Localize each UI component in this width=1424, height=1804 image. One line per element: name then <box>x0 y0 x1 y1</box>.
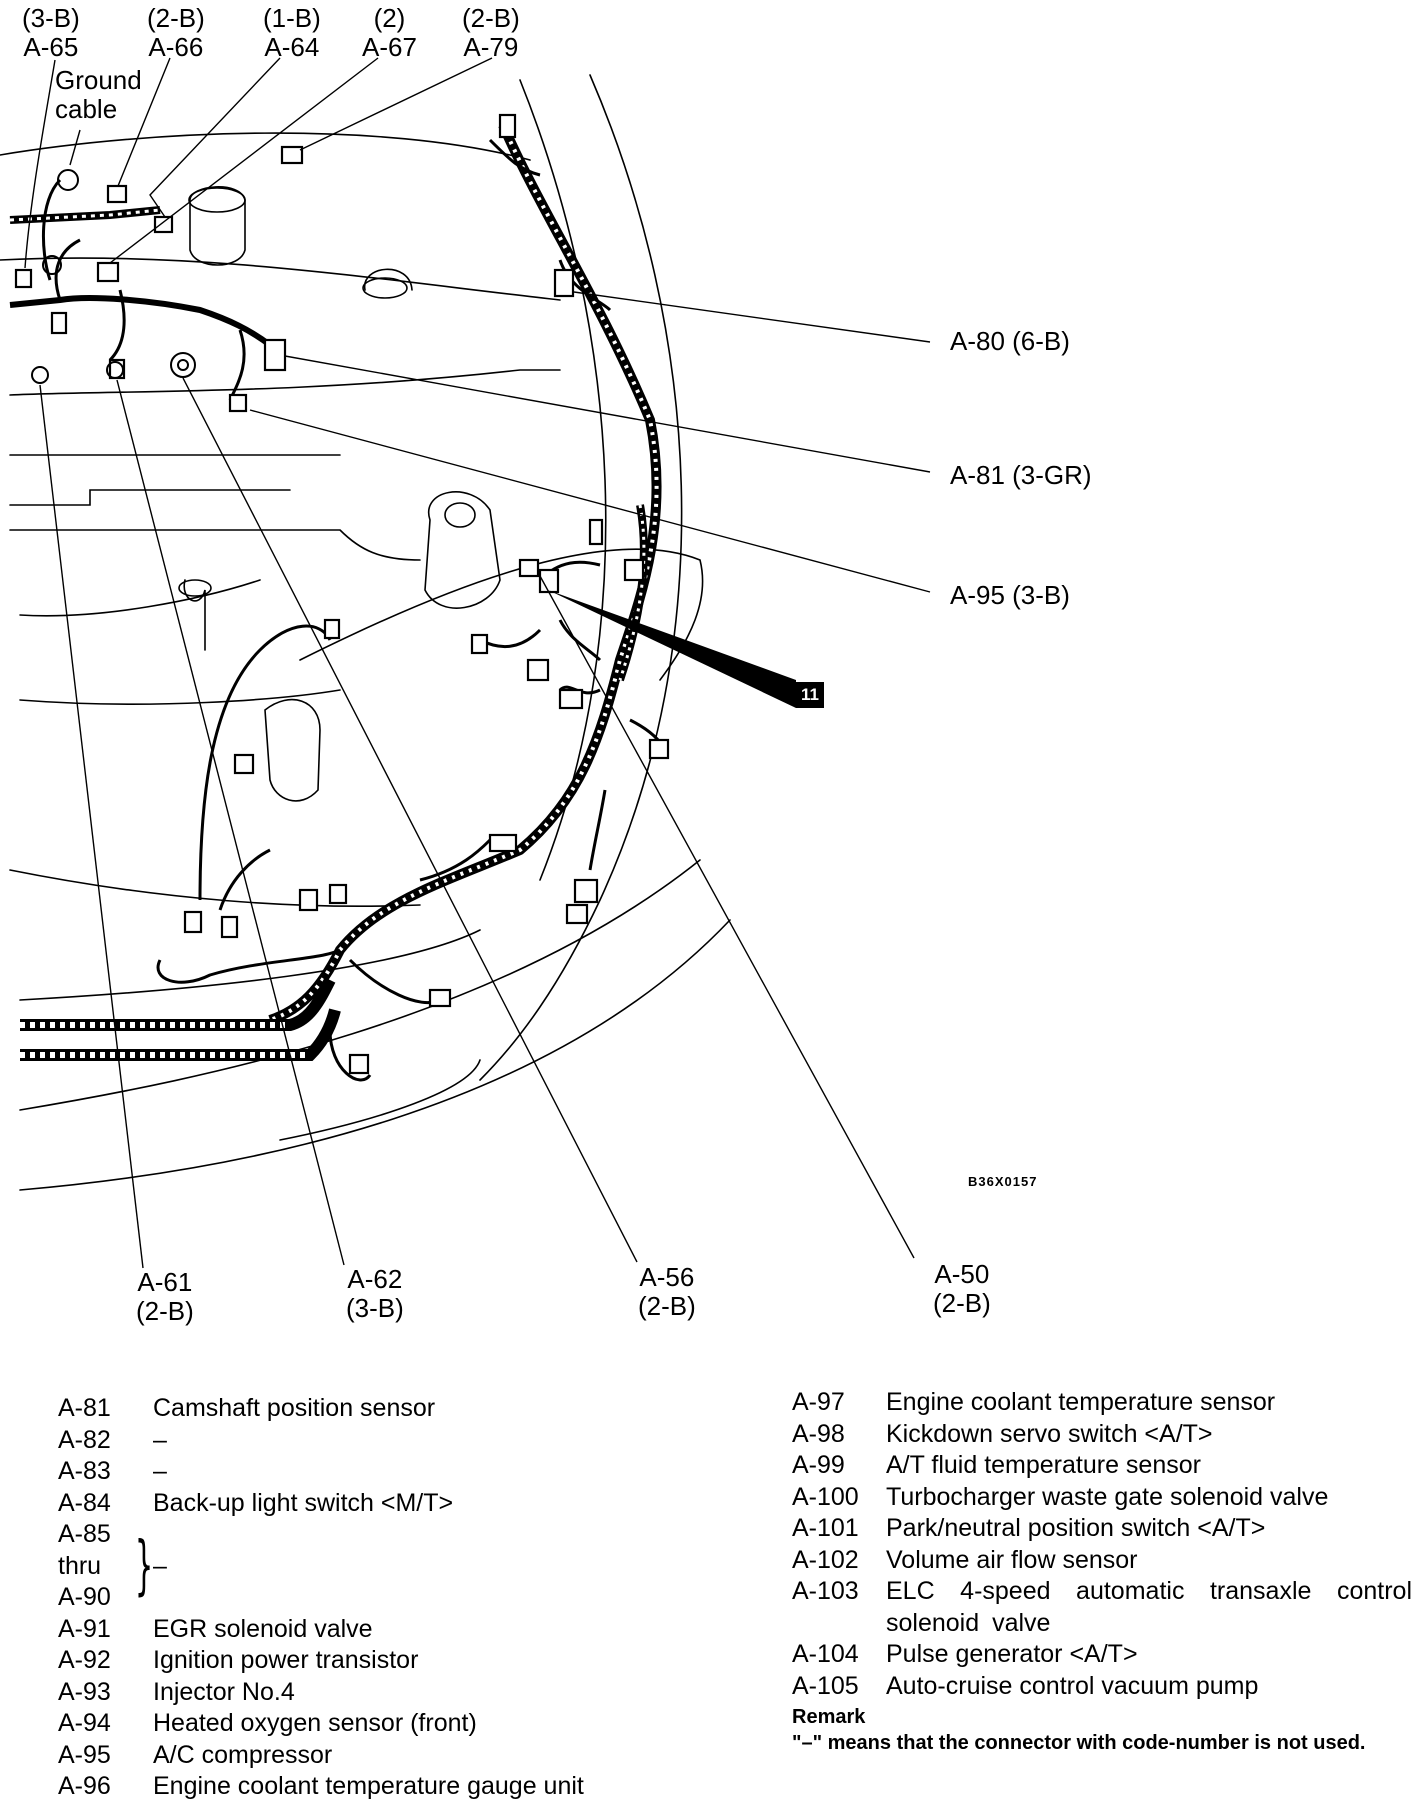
ground-cable-label: Ground cable <box>55 65 142 124</box>
view-11-tag: 11 <box>796 682 824 708</box>
fender-curve-outer <box>479 74 683 1081</box>
leader-a50 <box>539 575 915 1259</box>
harness-bottom-2 <box>20 1008 341 1061</box>
legend-range-row: A-85 thru A-90 } – <box>58 1520 167 1611</box>
callout-a56: A-56 (2-B) <box>638 1262 696 1321</box>
legend-row: A-82– <box>58 1425 167 1454</box>
leader-ground <box>69 129 81 166</box>
connector-a61 <box>50 311 68 335</box>
connector-a79 <box>280 145 304 165</box>
callout-a95: A-95 (3-B) <box>950 580 1070 610</box>
hood-line-top <box>0 132 531 161</box>
connector-a56 <box>228 393 248 413</box>
wiring-harness-diagram <box>0 57 931 1269</box>
bumper-line-1 <box>19 859 701 1111</box>
callout-a79: (2-B) A-79 <box>462 3 520 62</box>
connector-a67 <box>96 261 120 283</box>
leader-a95 <box>249 409 931 593</box>
callout-a61: A-61 (2-B) <box>136 1267 194 1326</box>
fender-curve-inner <box>519 79 607 881</box>
leader-a80 <box>573 291 931 343</box>
callout-a50: A-50 (2-B) <box>933 1259 991 1318</box>
connector-a65 <box>14 268 33 289</box>
connector-a80 <box>553 268 575 298</box>
leader-a79 <box>299 57 493 151</box>
remark-title: Remark <box>792 1706 866 1728</box>
leader-a64 <box>149 57 281 218</box>
leader-a65 <box>24 59 56 269</box>
leader-a67 <box>109 57 379 264</box>
connector-a64 <box>153 215 174 234</box>
remark-text: "–" means that the connector with code-n… <box>792 1732 1366 1754</box>
connector-a66 <box>106 184 128 204</box>
callout-a67: (2) A-67 <box>362 3 417 62</box>
callout-a62: A-62 (3-B) <box>346 1264 404 1323</box>
leader-a66 <box>117 57 171 187</box>
callout-a66: (2-B) A-66 <box>147 3 205 62</box>
reservoir-tank <box>424 491 501 609</box>
connector-a50 <box>518 558 540 578</box>
view-11-pointer <box>548 590 796 708</box>
callout-a80: A-80 (6-B) <box>950 326 1070 356</box>
leader-a81 <box>284 355 931 473</box>
legend-row: A-83– <box>58 1457 167 1485</box>
brace-symbol: } <box>134 1529 154 1604</box>
main-harness-vertical <box>268 123 662 1025</box>
callout-a65: (3-B) A-65 <box>22 3 80 62</box>
leader-a56 <box>182 377 638 1263</box>
callout-a64: (1-B) A-64 <box>263 3 321 62</box>
leader-a61 <box>39 384 144 1269</box>
harness-bottom-1 <box>20 977 336 1031</box>
connector-a81 <box>263 338 287 372</box>
callout-a81: A-81 (3-GR) <box>950 460 1092 490</box>
bumper-line-2 <box>19 919 731 1191</box>
leader-a62 <box>116 379 345 1266</box>
figure-code: B36X0157 <box>968 1174 1038 1189</box>
